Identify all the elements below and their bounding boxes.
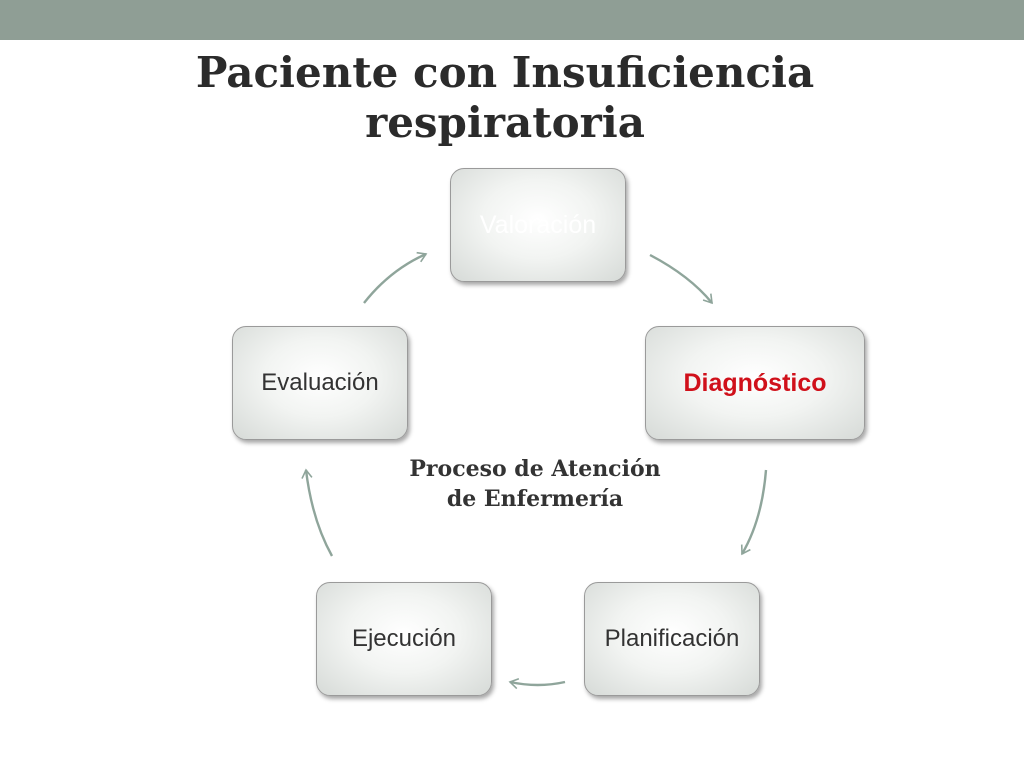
node-planificacion: Planificación <box>584 582 760 696</box>
arrow-valoracion-to-diagnostico <box>649 253 713 305</box>
node-valoracion: Valoración <box>450 168 626 282</box>
arrow-planificacion-to-ejecucion <box>508 678 566 690</box>
node-ejecucion: Ejecución <box>316 582 492 696</box>
arrow-evaluacion-to-valoracion <box>363 251 428 304</box>
node-diagnostico: Diagnóstico <box>645 326 865 440</box>
center-label-line-2: de Enfermería <box>446 486 624 512</box>
top-banner <box>0 0 1024 40</box>
slide-title: Paciente con Insuficiencia respiratoria <box>0 48 1010 148</box>
arrow-ejecucion-to-evaluacion <box>301 468 334 557</box>
node-evaluacion: Evaluación <box>232 326 408 440</box>
slide-title-line-2: respiratoria <box>365 98 645 147</box>
center-label-line-1: Proceso de Atención <box>409 456 661 482</box>
slide-title-line-1: Paciente con Insuficiencia <box>195 48 815 97</box>
center-label: Proceso de Atención de Enfermería <box>370 454 700 514</box>
arrow-diagnostico-to-planificacion <box>740 469 768 556</box>
